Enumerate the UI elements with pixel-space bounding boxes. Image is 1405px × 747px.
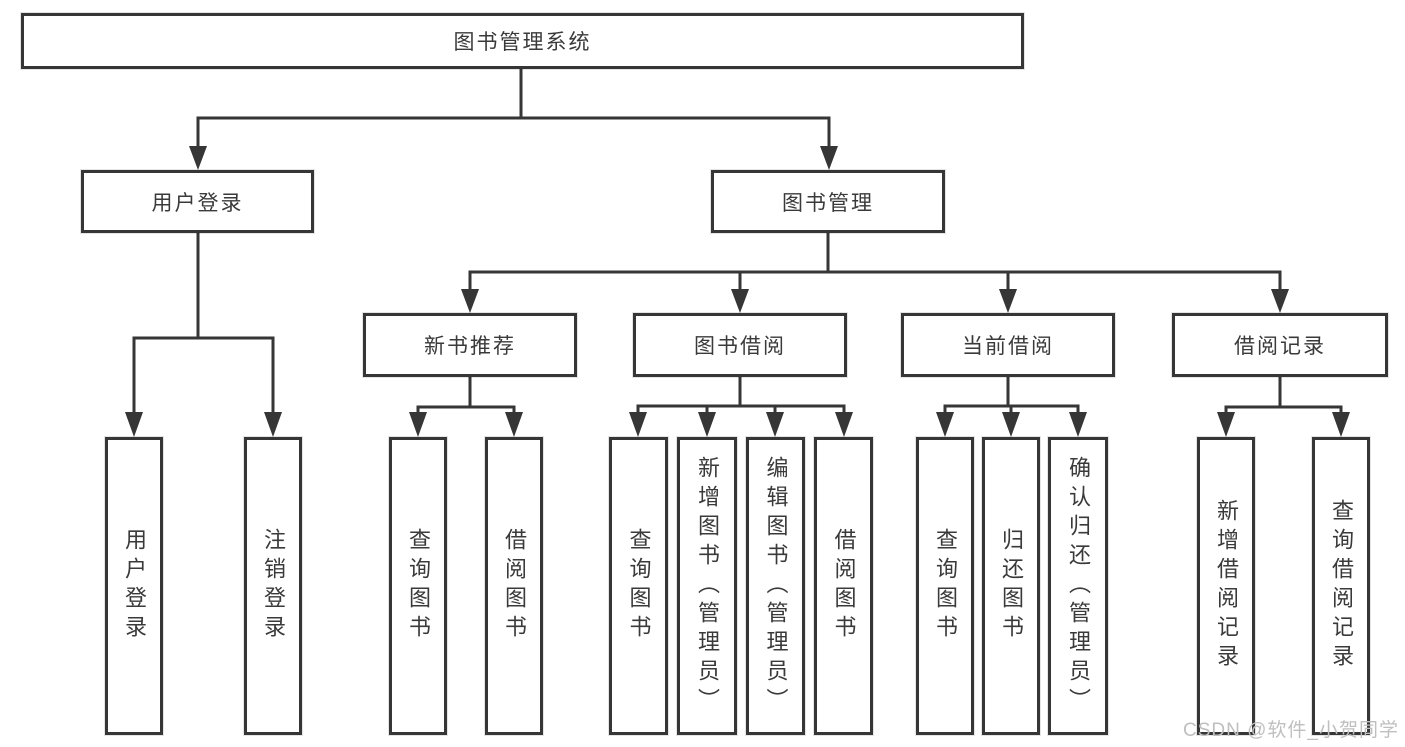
arrowhead	[1002, 412, 1020, 437]
edge-userlogin-to-leaves	[132, 231, 275, 416]
arrowhead	[1271, 289, 1289, 313]
arrowhead	[698, 412, 716, 437]
leaf-logout: 注销登录	[244, 437, 302, 735]
node-current-borrowing: 当前借阅	[901, 313, 1115, 377]
node-book-borrowing: 图书借阅	[633, 313, 847, 377]
arrowhead	[629, 412, 647, 437]
leaf-label: 查询图书	[406, 528, 431, 644]
node-library-management-system: 图书管理系统	[21, 13, 1024, 69]
leaf-label: 查询图书	[626, 528, 652, 644]
node-book-management: 图书管理	[711, 170, 945, 233]
leaf-label: 查询图书	[933, 528, 958, 644]
arrowhead	[189, 146, 207, 170]
leaf-label: 注销登录	[261, 528, 286, 644]
leaf-label: 归还图书	[999, 528, 1024, 644]
csdn-watermark: CSDN @软件_小贺同学	[1183, 720, 1399, 741]
leaf-label: 新增借阅记录	[1214, 499, 1239, 673]
leaf-borrow-book-borrowing: 借阅图书	[814, 437, 873, 735]
arrowhead	[264, 412, 282, 437]
edge-records-to-leaves	[1224, 375, 1343, 416]
leaf-return-book: 归还图书	[982, 437, 1040, 735]
arrowhead	[731, 289, 749, 313]
leaf-query-borrow-record: 查询借阅记录	[1312, 437, 1370, 735]
node-label: 图书管理	[782, 191, 874, 215]
node-label: 新书推荐	[424, 335, 516, 358]
arrowhead	[766, 412, 784, 437]
leaf-add-book-admin: 新增图书（管理员）	[677, 437, 737, 735]
edge-borrow-to-leaves	[636, 375, 846, 416]
leaf-label: 借阅图书	[831, 528, 857, 644]
edge-current-to-leaves	[943, 375, 1080, 416]
leaf-label: 确认归还（管理员）	[1066, 455, 1091, 717]
node-label: 当前借阅	[962, 335, 1054, 358]
leaf-query-book-current: 查询图书	[916, 437, 974, 735]
leaf-label: 编辑图书（管理员）	[763, 455, 789, 717]
node-label: 借阅记录	[1234, 335, 1326, 358]
leaf-confirm-return-admin: 确认归还（管理员）	[1048, 437, 1108, 735]
edge-bookmgmt-to-level3	[468, 231, 1282, 292]
leaf-label: 新增图书（管理员）	[695, 455, 720, 717]
arrowhead	[999, 289, 1017, 313]
arrowhead	[125, 412, 143, 437]
arrowhead	[1069, 412, 1087, 437]
node-borrowing-records: 借阅记录	[1172, 313, 1388, 377]
arrowhead	[505, 412, 523, 437]
arrowhead	[1217, 412, 1235, 437]
leaf-label: 借阅图书	[502, 528, 527, 644]
leaf-label: 用户登录	[122, 528, 147, 644]
leaf-edit-book-admin: 编辑图书（管理员）	[746, 437, 805, 735]
arrowhead	[461, 289, 479, 313]
arrowhead	[820, 146, 838, 170]
leaf-query-book-borrowing: 查询图书	[609, 437, 668, 735]
node-label: 用户登录	[151, 191, 244, 215]
arrowheads	[125, 146, 1350, 437]
leaf-borrow-book-recommend: 借阅图书	[485, 437, 543, 735]
arrowhead	[1332, 412, 1350, 437]
node-new-book-recommendation: 新书推荐	[363, 313, 577, 377]
node-label: 图书管理系统	[453, 31, 592, 54]
leaf-query-book-recommend: 查询图书	[389, 437, 447, 735]
leaf-label: 查询借阅记录	[1329, 499, 1354, 673]
arrowhead	[409, 412, 427, 437]
edge-root-to-level2	[196, 67, 831, 150]
edge-newbook-to-leaves	[416, 375, 516, 416]
arrowhead	[835, 412, 853, 437]
node-label: 图书借阅	[694, 335, 786, 358]
arrowhead	[936, 412, 954, 437]
leaf-add-borrow-record: 新增借阅记录	[1197, 437, 1255, 735]
node-user-login: 用户登录	[81, 170, 314, 233]
leaf-user-login: 用户登录	[105, 437, 163, 735]
